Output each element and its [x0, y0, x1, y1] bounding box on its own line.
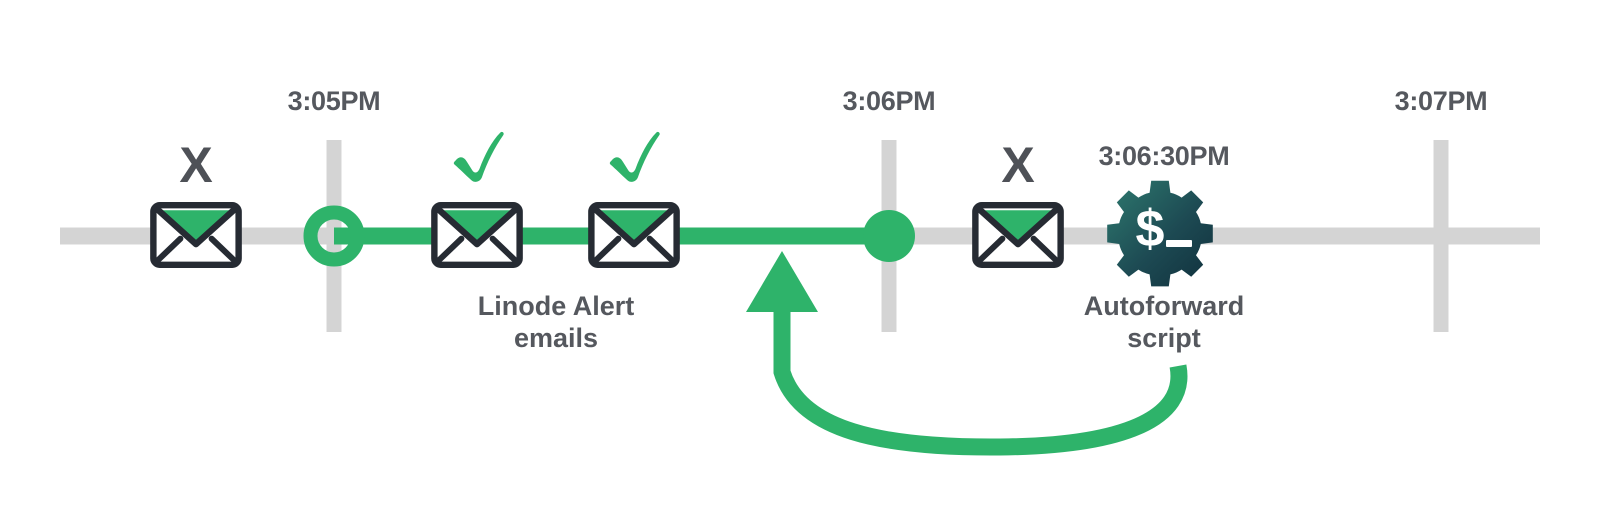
event-e2[interactable] — [434, 131, 519, 265]
gear-script-icon: $ — [1107, 180, 1213, 287]
arrowhead-icon — [746, 251, 818, 312]
linode-alert-emails-label: Linode Alert emails — [478, 291, 635, 353]
event-e5[interactable]: 3:06:30PM $ Autoforward script — [1084, 141, 1244, 353]
tick-label-3: 3:07PM — [1395, 86, 1488, 116]
autoforward-feedback-arrow — [746, 251, 1188, 456]
tick-label-1: 3:05PM — [288, 86, 381, 116]
envelope-icon — [591, 205, 676, 265]
linode-alert-emails-label-line1: Linode Alert — [478, 291, 635, 321]
check-icon-2 — [609, 131, 660, 182]
envelope-icon — [153, 205, 238, 265]
event-e4[interactable]: X — [975, 137, 1060, 265]
start-ring-marker[interactable] — [303, 205, 365, 267]
envelope-icon — [975, 205, 1060, 265]
axis-tick-labels: 3:05PM 3:06PM 3:07PM — [288, 86, 1488, 116]
autoforward-time-label: 3:06:30PM — [1099, 141, 1230, 171]
envelope-icon — [434, 205, 519, 265]
event-e1[interactable]: X — [153, 137, 238, 265]
check-icon-1 — [453, 131, 504, 182]
end-dot-marker[interactable] — [863, 210, 915, 262]
tick-label-2: 3:06PM — [843, 86, 936, 116]
event-e3[interactable] — [591, 131, 676, 265]
dollar-glyph: $ — [1136, 200, 1165, 258]
autoforward-script-label-line2: script — [1127, 323, 1201, 353]
linode-alert-emails-label-line2: emails — [514, 323, 598, 353]
status-glyph-x-2: X — [1001, 137, 1034, 193]
autoforward-script-label-line1: Autoforward — [1084, 291, 1244, 321]
prompt-underscore — [1166, 240, 1192, 247]
status-glyph-x-1: X — [179, 137, 212, 193]
